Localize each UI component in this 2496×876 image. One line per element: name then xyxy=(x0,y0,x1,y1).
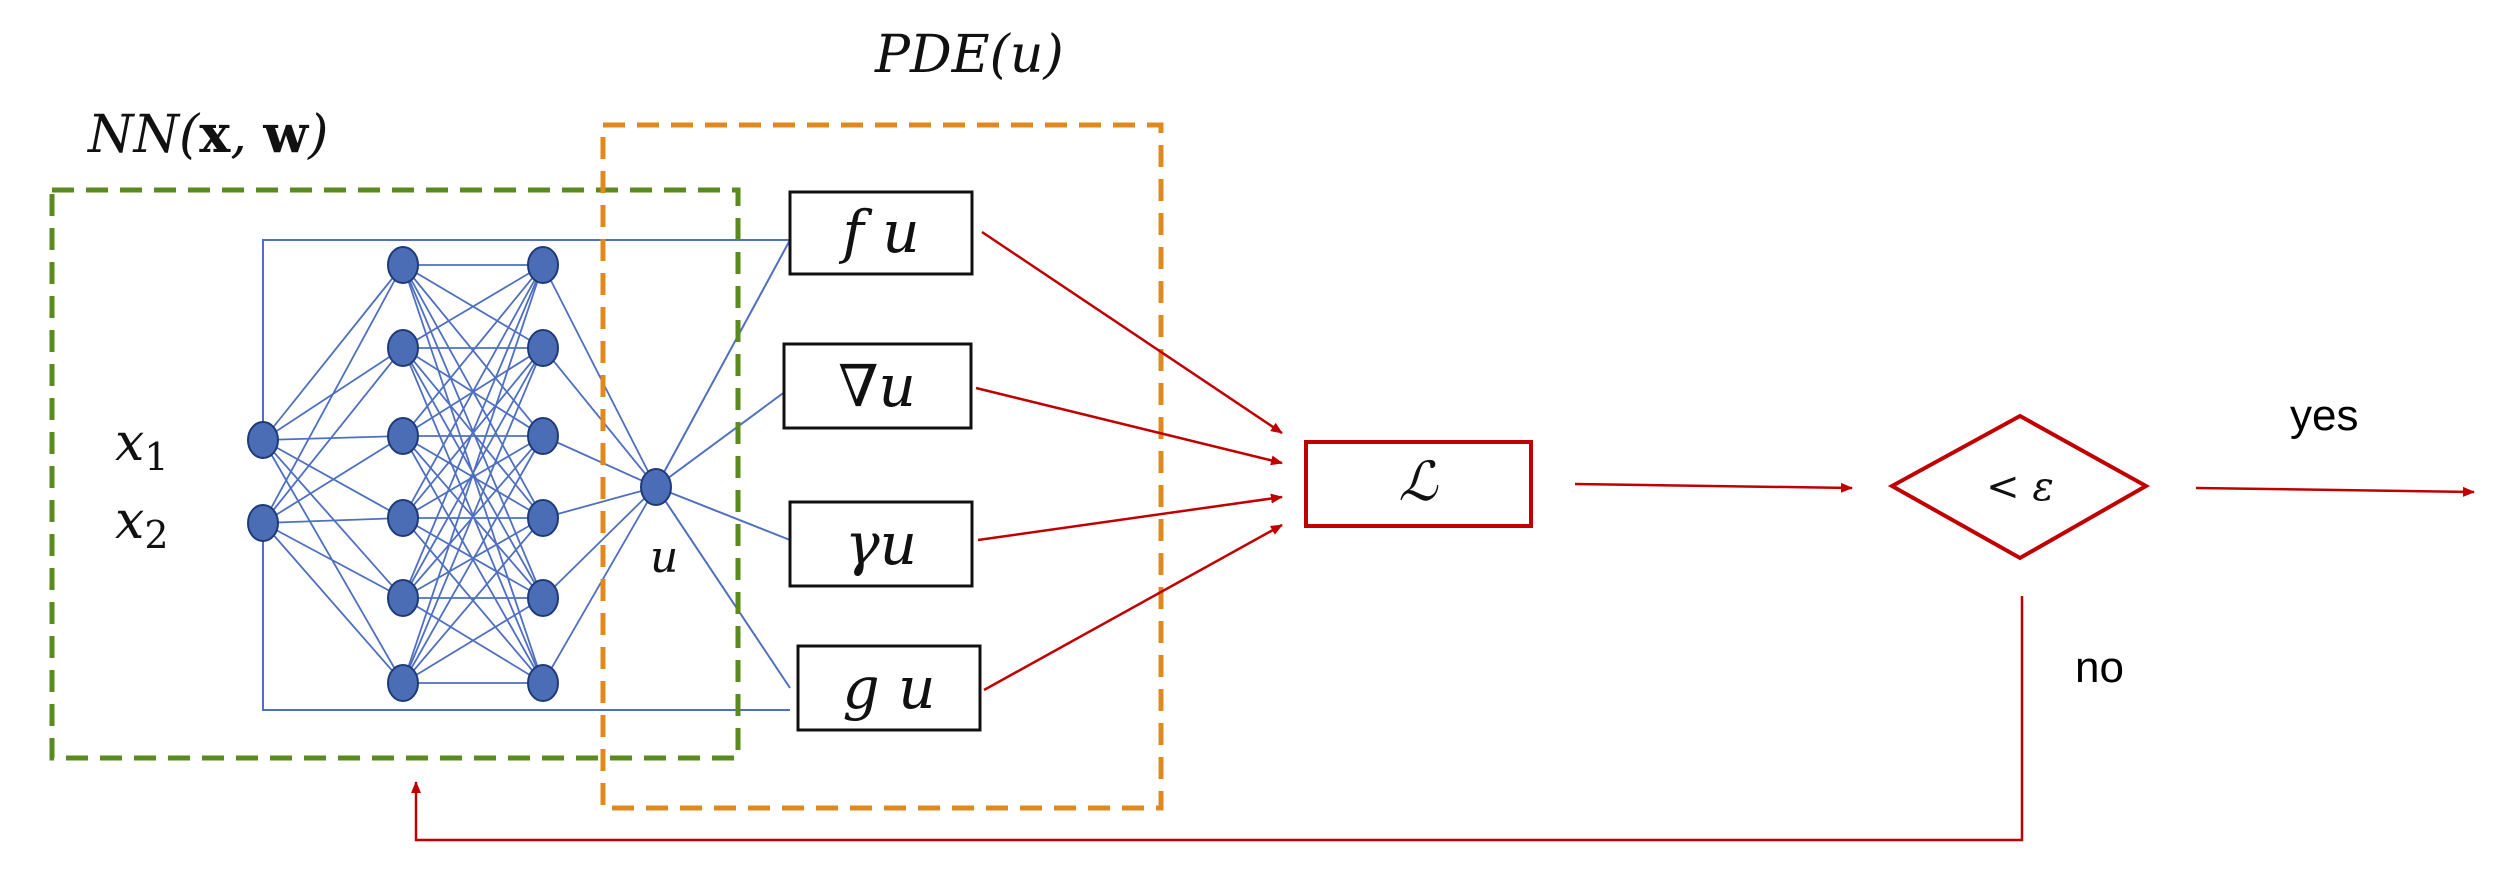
fu-to-loss-arrow xyxy=(981,230,1283,435)
grad-to-loss-arrow xyxy=(975,386,1283,466)
hidden1-node xyxy=(387,664,419,702)
hidden1-node xyxy=(387,246,419,284)
network-edge xyxy=(402,264,544,519)
gu-to-loss-arrow xyxy=(983,523,1283,692)
network-edge xyxy=(262,347,404,524)
input-node xyxy=(247,421,279,459)
svg-text:< ε: < ε xyxy=(1986,464,2054,510)
network-edge xyxy=(402,264,544,349)
network-edge xyxy=(262,435,404,524)
input-x1-label: x1 xyxy=(115,413,169,479)
network-edge xyxy=(542,486,657,519)
loss-to-decision-arrow xyxy=(1574,482,1853,493)
output-u-label: u xyxy=(650,532,678,583)
network-edge xyxy=(542,347,657,488)
no-label: no xyxy=(2075,643,2124,692)
hidden2-node xyxy=(527,329,559,367)
nn-dashed-box xyxy=(49,187,741,761)
hidden2-node xyxy=(527,664,559,702)
hidden1-node xyxy=(387,579,419,617)
hidden2-node xyxy=(527,499,559,537)
network-nodes xyxy=(247,246,672,702)
network-edge xyxy=(402,264,544,437)
network-edge xyxy=(262,435,404,441)
hidden2-node xyxy=(527,579,559,617)
bypass-bottom-line xyxy=(262,523,790,711)
u-to-gamma-line xyxy=(655,486,791,541)
hidden1-node xyxy=(387,499,419,537)
network-edge xyxy=(262,439,404,599)
network-edges xyxy=(262,264,657,684)
term-box-fu: f u xyxy=(788,190,974,276)
term-box-gamma-u: γu xyxy=(788,500,974,588)
network-edge xyxy=(542,435,657,488)
term-box-grad-u: ∇u xyxy=(782,342,973,430)
network-edge xyxy=(402,597,544,684)
svg-text:γu: γu xyxy=(845,510,917,578)
term-to-loss-arrows xyxy=(975,230,1283,692)
input-node xyxy=(247,504,279,542)
network-edge xyxy=(402,264,544,684)
decision-diamond: < ε xyxy=(1887,413,2151,561)
network-edge xyxy=(402,264,544,599)
yes-label: yes xyxy=(2290,391,2358,440)
pde-dashed-box xyxy=(600,122,1164,811)
no-feedback-arrow xyxy=(411,596,2024,842)
network-edge xyxy=(262,264,404,441)
network-edge xyxy=(402,517,544,684)
bypass-connections xyxy=(262,239,791,711)
network-edge xyxy=(402,435,544,519)
hidden1-node xyxy=(387,417,419,455)
u-to-gu-line xyxy=(655,486,791,689)
network-edge xyxy=(402,347,544,684)
svg-text:∇u: ∇u xyxy=(838,352,916,420)
svg-text:f u: f u xyxy=(838,198,919,266)
network-edge xyxy=(262,522,404,599)
nn-title: NN(x, w) xyxy=(86,104,328,165)
input-x2-label: x2 xyxy=(115,491,169,557)
u-to-fu-line xyxy=(655,239,791,488)
term-box-gu: g u xyxy=(796,644,982,732)
yes-arrow xyxy=(2195,486,2475,497)
network-edge xyxy=(262,522,404,684)
network-edge xyxy=(542,486,657,684)
network-edge xyxy=(262,264,404,524)
bypass-top-line xyxy=(262,239,790,440)
output-node xyxy=(640,468,672,506)
hidden1-node xyxy=(387,329,419,367)
network-edge xyxy=(262,517,404,524)
network-edge xyxy=(542,486,657,599)
u-to-grad-line xyxy=(655,387,791,488)
loss-box: ℒ xyxy=(1304,440,1533,528)
gamma-to-loss-arrow xyxy=(977,493,1283,542)
pde-title: PDE(u) xyxy=(874,25,1064,85)
hidden2-node xyxy=(527,246,559,284)
svg-text:g u: g u xyxy=(843,654,936,722)
network-edge xyxy=(542,264,657,488)
network-edge xyxy=(402,435,544,684)
hidden2-node xyxy=(527,417,559,455)
svg-text:ℒ: ℒ xyxy=(1399,450,1439,513)
